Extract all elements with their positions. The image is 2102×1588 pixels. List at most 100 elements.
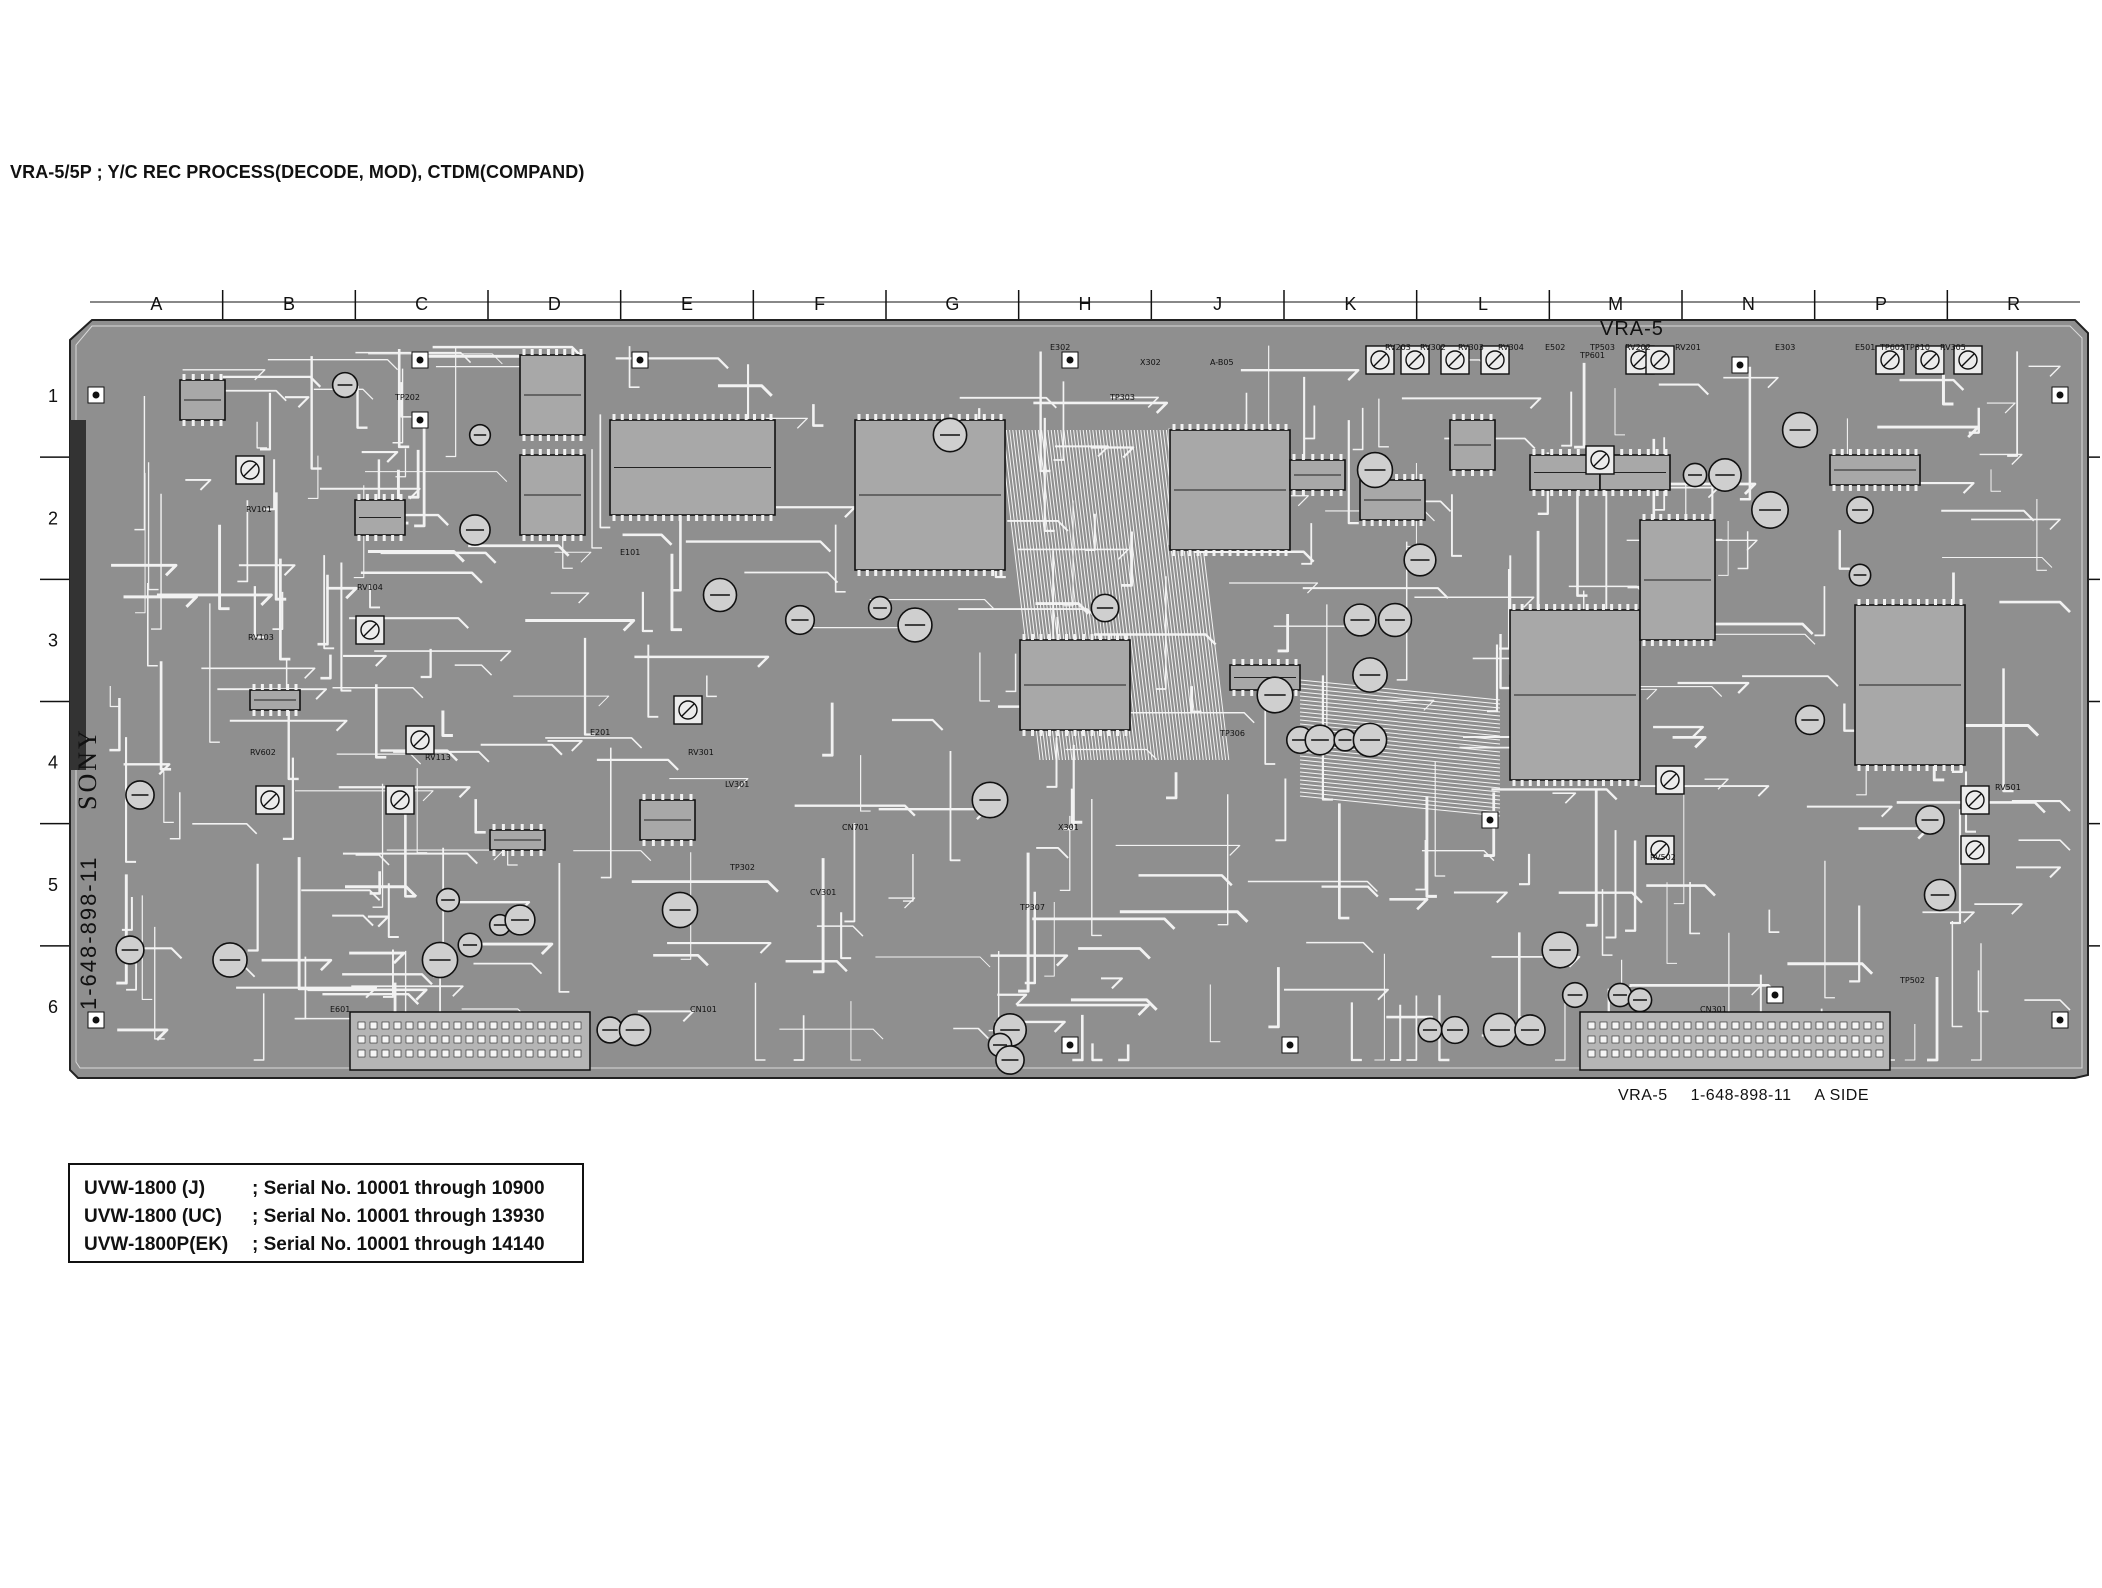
trace: [1922, 911, 1975, 923]
ic-pin: [1585, 604, 1589, 610]
component-ref-label: RV203: [1385, 343, 1411, 352]
ic-pin: [678, 515, 682, 521]
component-ref-label: CN101: [690, 1005, 717, 1014]
ic-pin: [530, 824, 534, 830]
trace: [1378, 398, 1389, 448]
trace: [1586, 789, 1598, 927]
trace: [1806, 805, 1893, 818]
ic-pin: [1634, 780, 1638, 786]
trace: [392, 368, 404, 444]
trace: [317, 574, 329, 646]
trace: [2016, 866, 2061, 879]
ic-pin: [1301, 490, 1305, 496]
trace: [1434, 761, 1446, 877]
trace: [717, 384, 773, 397]
connector-pin: [549, 1035, 558, 1044]
mounting-hole-center: [1486, 816, 1494, 824]
ic-pin: [252, 710, 256, 716]
trace: [109, 697, 121, 752]
component-ref-label: RV303: [1458, 343, 1484, 352]
ic-pin: [1212, 424, 1216, 430]
ic-pin: [1241, 659, 1245, 665]
connector-pin: [1863, 1035, 1872, 1044]
grid-row-label: 1: [48, 386, 58, 406]
trace: [513, 695, 610, 707]
ic-pin: [612, 515, 616, 521]
connector-pin: [1599, 1035, 1608, 1044]
trace: [1824, 860, 1835, 999]
ic-pin: [399, 535, 403, 541]
trace: [2036, 498, 2047, 571]
trace: [1677, 681, 1750, 694]
trace: [1277, 613, 1290, 653]
ic-pin: [1267, 659, 1271, 665]
ic-pin: [1642, 514, 1646, 520]
trace: [1942, 557, 2053, 568]
bus-trace: [1299, 755, 1501, 777]
ic-pin: [874, 570, 878, 576]
connector-pin: [1755, 1049, 1764, 1058]
trace: [320, 654, 332, 680]
ic-pin: [874, 414, 878, 420]
trace: [169, 792, 181, 840]
bus-trace: [1299, 687, 1501, 709]
connector-pin: [453, 1035, 462, 1044]
ic-pin: [1618, 780, 1622, 786]
ic-pin: [653, 515, 657, 521]
ic-pin: [689, 840, 693, 846]
ic-pin: [1637, 449, 1641, 455]
trace: [596, 758, 679, 771]
trace: [1519, 853, 1531, 886]
ic-pin: [1900, 765, 1903, 771]
trace: [147, 462, 159, 591]
ic-pin: [1232, 690, 1236, 696]
trimmer-slot: [393, 793, 407, 807]
trimmer-slot: [1961, 353, 1975, 367]
ic-pin: [555, 535, 559, 541]
trace: [116, 874, 128, 985]
ic-pin: [1676, 514, 1679, 520]
trace: [1838, 530, 1850, 570]
trimmer-slot: [243, 463, 257, 477]
trace: [1491, 788, 1618, 801]
trace: [850, 1001, 861, 1061]
trace: [323, 555, 335, 650]
trace: [902, 854, 914, 902]
bus-trace: [1299, 719, 1501, 741]
trace: [154, 926, 165, 1040]
trimmer-slot: [1488, 353, 1502, 367]
ic-pin: [1411, 520, 1415, 526]
trace: [294, 790, 434, 802]
trace: [891, 718, 944, 731]
bus-trace: [1299, 747, 1501, 769]
ic-pin: [752, 414, 756, 420]
trace: [1072, 1014, 1084, 1062]
trace: [374, 650, 512, 662]
bus-trace: [1159, 429, 1201, 761]
ic-pin: [620, 414, 624, 420]
ic-pin: [374, 494, 378, 500]
ic-pin: [670, 840, 674, 846]
ic-packages: [179, 349, 1966, 856]
connector-pin: [1635, 1035, 1644, 1044]
trace: [1018, 852, 1030, 993]
ic-pin: [520, 824, 524, 830]
ic-pin: [579, 435, 583, 441]
ic-pin: [1220, 550, 1224, 556]
ic-pin: [1532, 490, 1536, 496]
trace: [1016, 1003, 1150, 1017]
trace: [123, 763, 171, 776]
connector-pin: [513, 1035, 522, 1044]
bus-trace: [1299, 683, 1501, 705]
connector-pin: [549, 1049, 558, 1058]
component-ref-label: TP310: [1904, 343, 1930, 352]
connector-pin: [1851, 1035, 1860, 1044]
trace: [1138, 874, 1233, 887]
ic-pin: [1056, 634, 1060, 640]
ic-pin: [538, 535, 542, 541]
ic-pin: [1107, 634, 1111, 640]
serial-model: UVW-1800P(EK): [84, 1234, 229, 1255]
trimmer-rotor: [410, 730, 430, 750]
connector-pin: [357, 1049, 366, 1058]
trimmer-slot: [263, 793, 277, 807]
